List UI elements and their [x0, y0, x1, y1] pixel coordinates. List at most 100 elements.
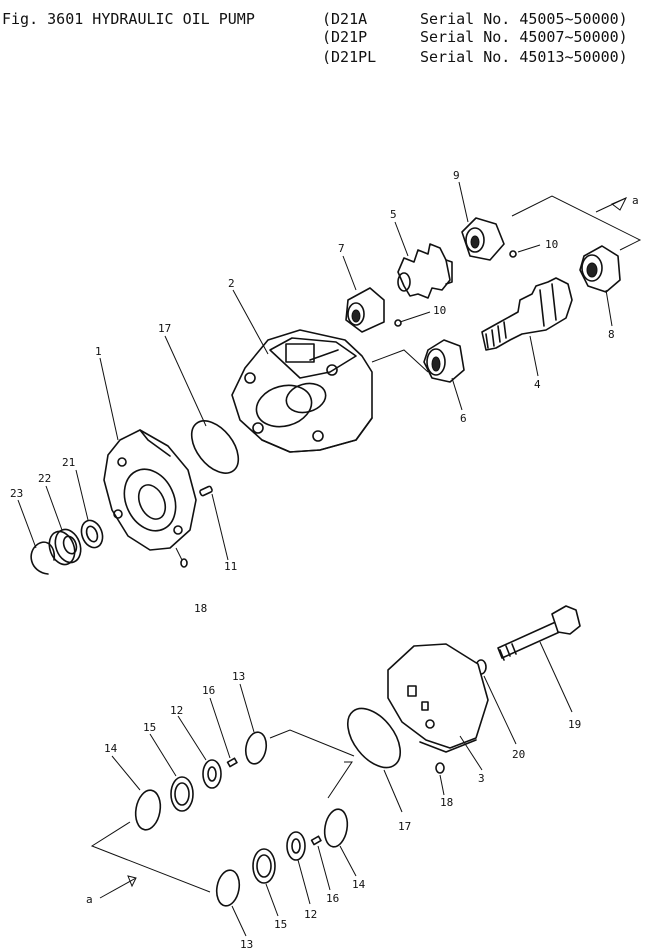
- pin-part-10-upper: [509, 250, 517, 258]
- leader-17-upper: [164, 335, 207, 427]
- rear-cover-part-3: [387, 643, 489, 753]
- arrow-a-lower: [127, 875, 137, 888]
- model-d21p: (D21P: [322, 28, 367, 46]
- callout-8: 8: [608, 328, 615, 341]
- callout-11: 11: [224, 560, 237, 573]
- seal-part-13-upper: [244, 731, 268, 765]
- leader-16-lower: [317, 845, 331, 891]
- bushing-part-12-lower: [286, 831, 306, 861]
- callout-17-lower: 17: [398, 820, 411, 833]
- snap-ring-part-23: [30, 541, 56, 575]
- leader-20: [483, 675, 517, 745]
- callout-15-lower: 15: [274, 918, 287, 931]
- leader-21: [75, 469, 89, 521]
- callout-1: 1: [95, 345, 102, 358]
- leader-6: [451, 377, 463, 411]
- callout-10-lower: 10: [433, 304, 446, 317]
- oil-seal-part-21: [80, 519, 104, 549]
- pin-part-16-lower: [310, 835, 322, 846]
- leader-11: [211, 493, 229, 561]
- seal-part-13-lower: [215, 869, 241, 907]
- leader-5: [394, 221, 409, 257]
- backup-ring-part-15-upper: [170, 776, 194, 812]
- callout-9: 9: [453, 169, 460, 182]
- callout-3: 3: [478, 772, 485, 785]
- callout-22: 22: [38, 472, 51, 485]
- leader-22: [45, 485, 63, 531]
- leader-17-lower: [383, 769, 403, 813]
- gasket-part-14-upper: [134, 789, 162, 831]
- callout-23: 23: [10, 487, 23, 500]
- leader-12-upper: [177, 715, 207, 761]
- dowel-pin-part-11: [199, 485, 213, 497]
- callout-7: 7: [338, 242, 345, 255]
- callout-5: 5: [390, 208, 397, 221]
- callout-a-upper: a: [632, 194, 639, 207]
- assembly-bracket-a-lower: [90, 821, 211, 893]
- callout-10-upper: 10: [545, 238, 558, 251]
- leader-19: [539, 641, 573, 713]
- callout-2: 2: [228, 277, 235, 290]
- callout-17-upper: 17: [158, 322, 171, 335]
- callout-12-lower: 12: [304, 908, 317, 921]
- leader-7: [342, 255, 357, 291]
- alignment-line-body-to-6: [371, 349, 429, 373]
- pin-part-16-upper: [226, 757, 238, 768]
- leader-1: [99, 357, 119, 441]
- bushing-part-6: [423, 339, 465, 383]
- callout-21: 21: [62, 456, 75, 469]
- alignment-line-13-to-17: [269, 729, 355, 757]
- leader-18-upper: [175, 547, 183, 561]
- callout-4: 4: [534, 378, 541, 391]
- leader-8: [605, 289, 613, 327]
- small-o-ring-part-18-lower: [435, 762, 445, 774]
- callout-16-lower: 16: [326, 892, 339, 905]
- leader-12-lower: [297, 859, 311, 905]
- leader-a-lower: [99, 877, 137, 899]
- callout-18-upper: 18: [194, 602, 207, 615]
- leader-14-upper: [111, 755, 141, 791]
- leader-10-lower: [399, 311, 431, 323]
- drive-gear-shaft-part-4: [481, 277, 573, 351]
- leader-14-lower: [339, 845, 357, 877]
- leader-10-upper: [517, 244, 541, 253]
- bolt-part-19: [497, 605, 581, 661]
- assembly-bracket-a-upper: [511, 195, 642, 251]
- leader-18-lower: [439, 774, 445, 796]
- leader-2: [232, 289, 269, 355]
- leader-13-lower: [231, 905, 247, 937]
- figure-title: Fig. 3601 HYDRAULIC OIL PUMP: [2, 10, 255, 28]
- serial-d21a: Serial No. 45005~50000): [420, 10, 628, 28]
- callout-20: 20: [512, 748, 525, 761]
- o-ring-part-17-lower: [346, 707, 402, 769]
- serial-d21p: Serial No. 45007~50000): [420, 28, 628, 46]
- serial-d21pl: Serial No. 45013~50000): [420, 48, 628, 66]
- callout-14-upper: 14: [104, 742, 118, 755]
- callout-12-upper: 12: [170, 704, 183, 717]
- callout-18-lower: 18: [440, 796, 453, 809]
- leader-23: [17, 499, 37, 549]
- bushing-part-9: [461, 217, 505, 261]
- pin-part-10-lower: [394, 319, 402, 327]
- bushing-part-8: [579, 245, 621, 293]
- callout-16-upper: 16: [202, 684, 215, 697]
- backup-ring-part-15-lower: [252, 848, 276, 884]
- bushing-part-7: [345, 287, 385, 333]
- bushing-part-12-upper: [202, 759, 222, 789]
- leader-13-upper: [239, 683, 255, 733]
- callout-6: 6: [460, 412, 467, 425]
- callout-15-upper: 15: [143, 721, 156, 734]
- driven-gear-part-5: [397, 243, 453, 299]
- o-ring-part-17-upper: [190, 420, 240, 474]
- leader-16-upper: [209, 697, 231, 759]
- model-d21pl: (D21PL: [322, 48, 376, 66]
- callout-13-lower: 13: [240, 938, 253, 951]
- alignment-line-17-to-14: [327, 761, 353, 799]
- leader-9: [458, 181, 469, 223]
- callout-13-upper: 13: [232, 670, 245, 683]
- small-o-ring-part-18-upper: [180, 558, 188, 568]
- leader-15-upper: [149, 733, 177, 777]
- leader-15-lower: [265, 883, 279, 917]
- callout-a-lower: a: [86, 893, 93, 906]
